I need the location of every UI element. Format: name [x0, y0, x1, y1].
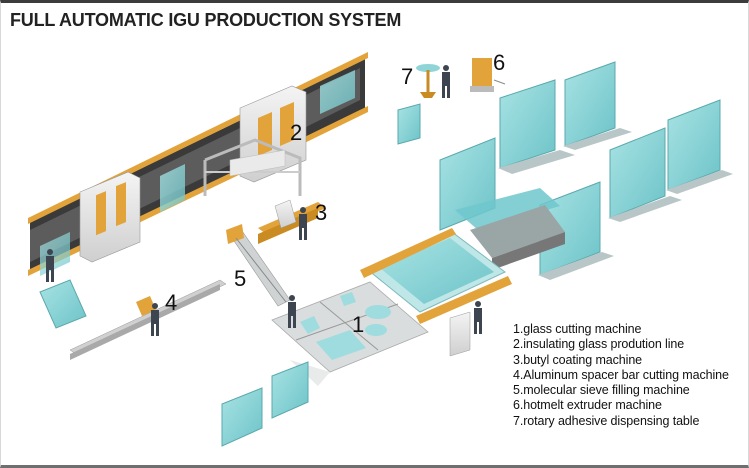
- legend-item-3: 3.butyl coating machine: [513, 352, 643, 367]
- diagram-title: FULL AUTOMATIC IGU PRODUCTION SYSTEM: [10, 10, 402, 30]
- legend-item-6: 6.hotmelt extruder machine: [513, 398, 662, 413]
- glass-cutting-machine: [271, 228, 512, 386]
- hotmelt-extruder-machine: [470, 58, 506, 92]
- marker-2: 2: [290, 120, 302, 145]
- legend-item-4: 4.Aluminum spacer bar cutting machine: [513, 367, 729, 382]
- marker-5: 5: [234, 266, 246, 291]
- legend-item-7: 7.rotary adhesive dispensing table: [513, 413, 700, 428]
- marker-4: 4: [165, 290, 177, 315]
- marker-1: 1: [352, 312, 364, 337]
- glass-loading-table: [455, 188, 565, 270]
- insulating-glass-production-line: [28, 52, 368, 276]
- marker-7: 7: [401, 64, 413, 89]
- rotary-adhesive-dispensing-table: [416, 64, 440, 98]
- molecular-sieve-filling-machine: [226, 224, 291, 307]
- marker-3: 3: [315, 200, 327, 225]
- glass-storage-racks: [397, 61, 733, 280]
- legend-item-2: 2.insulating glass prodution line: [513, 337, 685, 352]
- legend-item-1: 1.glass cutting machine: [513, 322, 642, 336]
- workers: [46, 65, 482, 336]
- marker-6: 6: [493, 50, 505, 75]
- legend-item-5: 5.molecular sieve filling machine: [513, 383, 690, 398]
- floor-glass-stacks: [221, 311, 471, 447]
- machine-legend: 1.glass cutting machine 2.insulating gla…: [513, 322, 729, 429]
- spacer-bar-cutting-machine: [39, 279, 227, 360]
